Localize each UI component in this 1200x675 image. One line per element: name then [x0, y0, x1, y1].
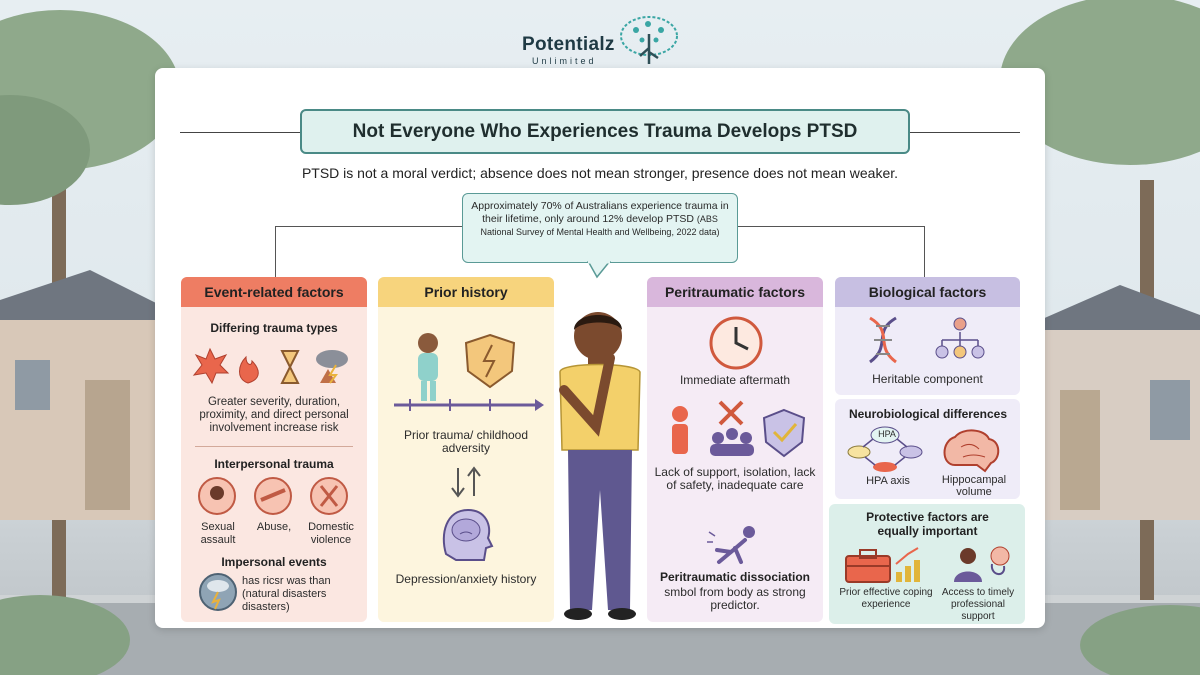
biological-panel: Biological factors: [835, 277, 1020, 395]
statistic-callout: Approximately 70% of Australians experie…: [462, 193, 738, 263]
neuro-icons: [847, 426, 1000, 473]
family-tree-icon: [935, 317, 985, 359]
storm-icon: [316, 350, 348, 384]
hippocampal-text: Hippocampal volume: [941, 474, 1007, 498]
protective-icons: [845, 546, 1010, 583]
explosion-icon: [192, 347, 230, 385]
childhood-timeline-icon: [394, 333, 544, 411]
item-domestic-violence: Domestic violence: [308, 521, 354, 546]
shield-check-icon: [762, 408, 806, 458]
hourglass-icon: [280, 350, 300, 384]
event-factors-heading: Event-related factors: [181, 277, 367, 307]
logo-subtitle: Unlimited: [532, 56, 597, 66]
coping-text: Prior effective coping experience: [839, 587, 933, 610]
stethoscope-brain-icon: [990, 546, 1010, 575]
callout-source: (ABS National Survey of Mental Health an…: [480, 214, 720, 237]
trauma-types-icons: [192, 347, 348, 385]
brain-icon: [943, 429, 1000, 473]
neurobiological-heading-text: Neurobiological differences: [848, 407, 1008, 421]
biological-heading: Biological factors: [835, 277, 1020, 307]
prior-trauma-text: Prior trauma/ childhood adversity: [403, 428, 529, 455]
interpersonal-icons: [198, 477, 348, 515]
connector-right: [738, 226, 925, 278]
growth-chart-icon: [895, 547, 920, 582]
logo-name: Potentialz: [522, 34, 615, 55]
interpersonal-heading: Interpersonal trauma: [214, 457, 334, 471]
doctor-icon: [954, 548, 982, 582]
prior-history-heading: Prior history: [378, 277, 554, 307]
heritable-text: Heritable component: [872, 372, 983, 386]
event-factors-panel: Event-related factors: [181, 277, 367, 622]
aftermath-text: Immediate aftermath: [679, 373, 791, 387]
page-title: Not Everyone Who Experiences Trauma Deve…: [300, 109, 910, 154]
prior-history-panel: Prior history: [378, 277, 554, 622]
bidirectional-arrows-icon: [451, 466, 481, 498]
genetics-icons: [869, 316, 985, 364]
divider: [195, 446, 353, 447]
fire-icon: [239, 355, 259, 384]
head-brain-icon: [442, 508, 494, 561]
support-text: Lack of support, isolation, lack of safe…: [654, 465, 816, 492]
dissociation-text: smbol from body as strong predictor.: [664, 585, 806, 612]
group-crossed-icon: [710, 400, 754, 456]
falling-person-icon: [707, 526, 755, 564]
broken-shield-icon: [464, 333, 516, 389]
hands-icon: [254, 477, 292, 515]
dna-icon: [869, 316, 897, 364]
connector-left: [275, 226, 462, 278]
domestic-violence-icon: [310, 477, 348, 515]
clock-icon: [709, 316, 763, 370]
title-rule-right: [910, 132, 1020, 133]
trauma-types-text: Greater severity, duration, proximity, a…: [199, 396, 349, 434]
isolated-person-icon: [672, 406, 688, 454]
callout-pointer: [587, 261, 611, 279]
hpa-axis-icon: [847, 426, 923, 472]
brain-tree-logo-icon: [620, 16, 678, 64]
protective-heading: Protective factors are equally important: [866, 510, 989, 538]
depression-text: Depression/anxiety history: [395, 572, 537, 586]
trauma-types-heading: Differing trauma types: [210, 321, 338, 335]
hpa-axis-text: HPA axis: [866, 475, 910, 487]
person-distress-icon: [198, 477, 236, 515]
dissociation-title: Peritraumatic dissociation: [659, 570, 811, 584]
title-rule-left: [180, 132, 300, 133]
callout-main: Approximately 70% of Australians experie…: [471, 200, 729, 225]
hpa-label: HPA: [878, 429, 896, 439]
impersonal-heading: Impersonal events: [221, 555, 327, 569]
child-icon: [418, 333, 438, 401]
support-icons: [672, 400, 806, 458]
item-sexual-assault: Sexual assault: [200, 521, 236, 546]
peritraumatic-heading: Peritraumatic factors: [647, 277, 823, 307]
impersonal-text: has ricsr was than (natural disasters di…: [242, 575, 331, 613]
toolbox-icon: [845, 549, 891, 583]
natural-disaster-icon: [199, 573, 237, 611]
subtitle: PTSD is not a moral verdict; absence doe…: [301, 165, 899, 181]
thinking-person-illustration: [559, 312, 641, 620]
item-abuse: Abuse,: [256, 521, 292, 533]
access-text: Access to timely professional support: [941, 587, 1015, 622]
